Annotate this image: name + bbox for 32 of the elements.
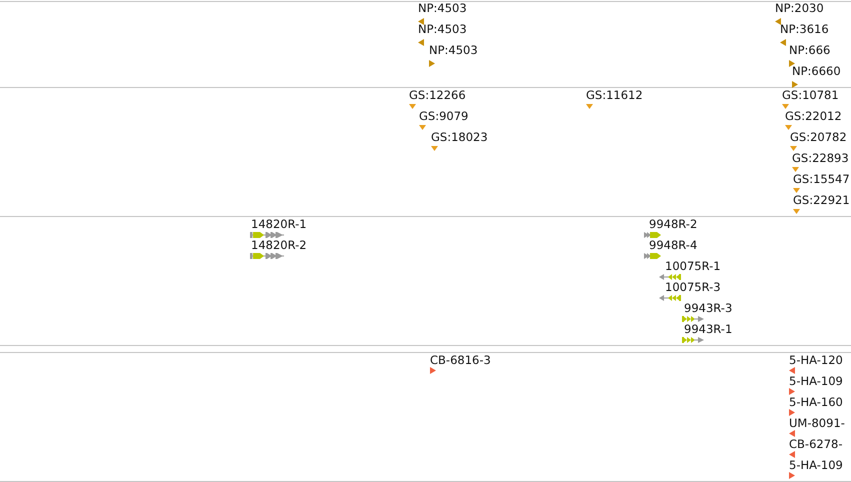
feature-label: GS:22893 — [792, 152, 849, 165]
feature-label: UM-8091- — [789, 417, 845, 430]
feature-label: 14820R-1 — [251, 218, 307, 231]
feature-label: GS:11612 — [586, 89, 643, 102]
feature-label: NP:3616 — [780, 23, 829, 36]
feature-label: 5-HA-109 — [789, 459, 843, 472]
feature-label: 10075R-1 — [665, 260, 721, 273]
feature-label: CB-6278- — [789, 438, 842, 451]
feature-label: 5-HA-120 — [789, 354, 843, 367]
feature-label: GS:22012 — [785, 110, 842, 123]
feature-label: GS:22921 — [793, 194, 850, 207]
feature-label: GS:18023 — [431, 131, 488, 144]
feature-label: 14820R-2 — [251, 239, 307, 252]
feature-label: NP:4503 — [429, 44, 478, 57]
feature-label: 5-HA-109 — [789, 375, 843, 388]
feature-label: GS:15547 — [793, 173, 850, 186]
feature-label: 9948R-2 — [649, 218, 698, 231]
feature-label: GS:10781 — [782, 89, 839, 102]
feature-label: NP:6660 — [792, 65, 841, 78]
feature-label: 9948R-4 — [649, 239, 698, 252]
feature-label: NP:4503 — [418, 23, 467, 36]
feature-label: GS:9079 — [419, 110, 468, 123]
feature-label: NP:4503 — [418, 2, 467, 15]
feature-label: NP:666 — [789, 44, 830, 57]
feature-label: 9943R-3 — [684, 302, 732, 315]
feature-label: NP:2030 — [775, 2, 824, 15]
feature-label: GS:20782 — [790, 131, 847, 144]
feature-label: GS:12266 — [409, 89, 466, 102]
feature-label: 9943R-1 — [684, 323, 732, 336]
feature-label: CB-6816-3 — [430, 354, 491, 367]
feature-label: 10075R-3 — [665, 281, 721, 294]
feature-label: 5-HA-160 — [789, 396, 843, 409]
